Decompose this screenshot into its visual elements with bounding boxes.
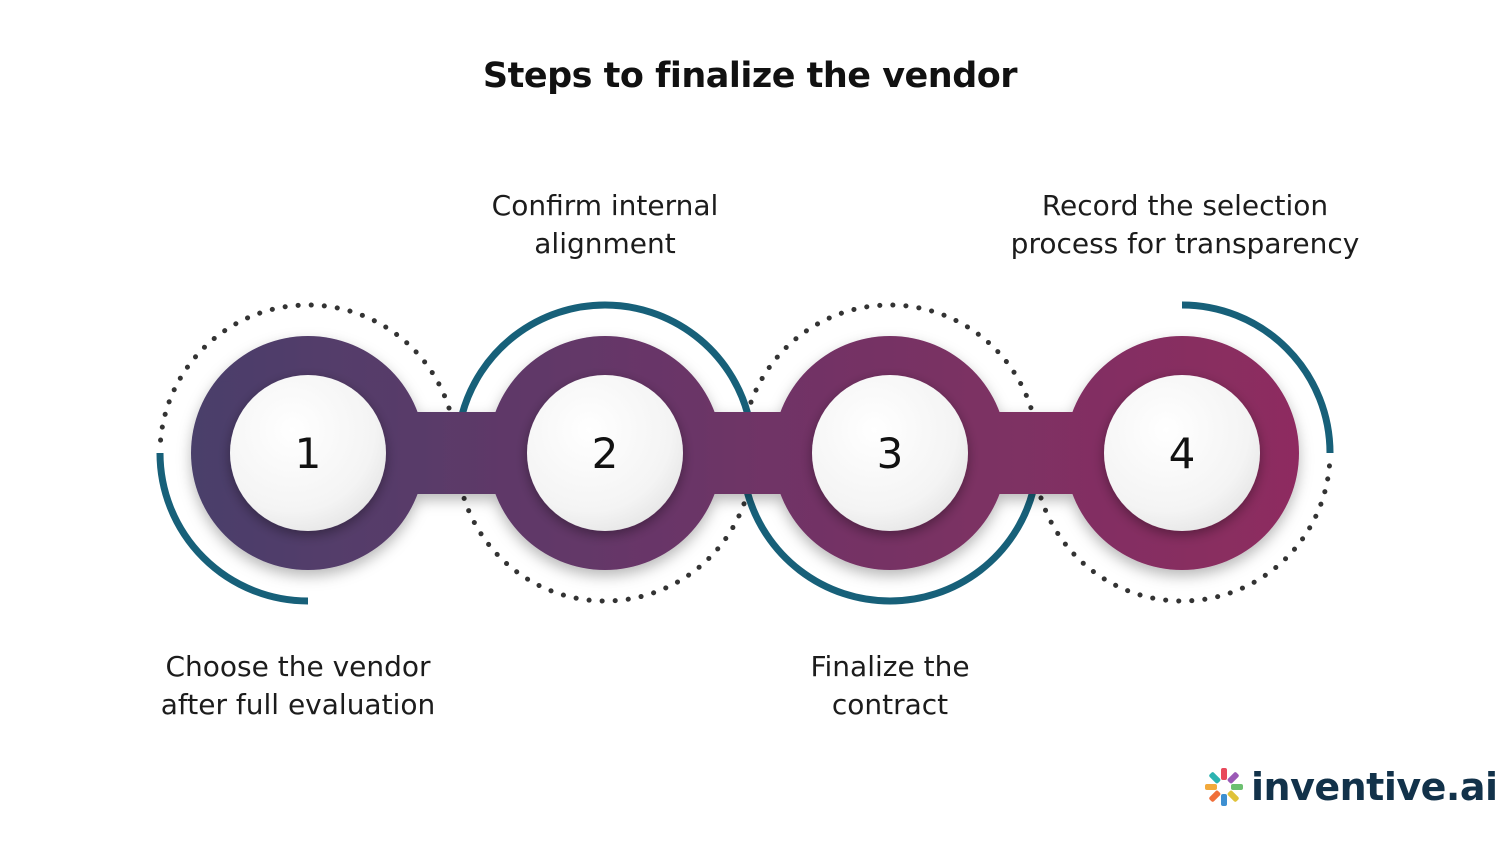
step-number-3: 3 bbox=[877, 429, 904, 478]
step-label-1: Choose the vendor after full evaluation bbox=[88, 648, 508, 724]
step-number-2: 2 bbox=[592, 429, 619, 478]
step-label-3-line-2: contract bbox=[831, 688, 949, 721]
step-label-3: Finalize the contract bbox=[680, 648, 1100, 724]
step-badge-2 bbox=[527, 375, 683, 531]
step-label-4: Record the selection process for transpar… bbox=[975, 187, 1395, 263]
step-label-4-line-1: Record the selection bbox=[1041, 189, 1329, 222]
step-badge-3 bbox=[812, 375, 968, 531]
step-badge-4 bbox=[1104, 375, 1260, 531]
ring-1-solid-arc bbox=[156, 452, 309, 605]
step-badge-1 bbox=[230, 375, 386, 531]
step-label-2-line-2: alignment bbox=[534, 227, 676, 260]
logo-burst-icon bbox=[1205, 768, 1243, 806]
ring-3-solid-arc bbox=[743, 490, 1037, 605]
ring-2-dotted-arc bbox=[459, 488, 751, 604]
logo-wordmark: inventive.ai bbox=[1251, 765, 1498, 809]
step-label-4-line-2: process for transparency bbox=[1010, 227, 1360, 260]
step-label-2-line-1: Confirm internal bbox=[491, 189, 719, 222]
step-label-3-line-1: Finalize the bbox=[810, 650, 970, 683]
diagram-title: Steps to finalize the vendor bbox=[482, 56, 1018, 96]
ring-4-dotted-arc bbox=[1033, 463, 1332, 604]
decorative-rings bbox=[156, 301, 1334, 605]
ring-3-dotted-arc bbox=[744, 302, 1036, 418]
step-number-4: 4 bbox=[1169, 429, 1196, 478]
step-label-1-line-2: after full evaluation bbox=[160, 688, 436, 721]
brand-logo: inventive.ai bbox=[1203, 760, 1498, 814]
step-label-2: Confirm internal alignment bbox=[395, 187, 815, 263]
step-label-1-line-1: Choose the vendor bbox=[165, 650, 431, 683]
step-number-1: 1 bbox=[295, 429, 322, 478]
ring-2-solid-arc bbox=[458, 301, 752, 416]
ring-4-solid-arc bbox=[1181, 301, 1334, 454]
